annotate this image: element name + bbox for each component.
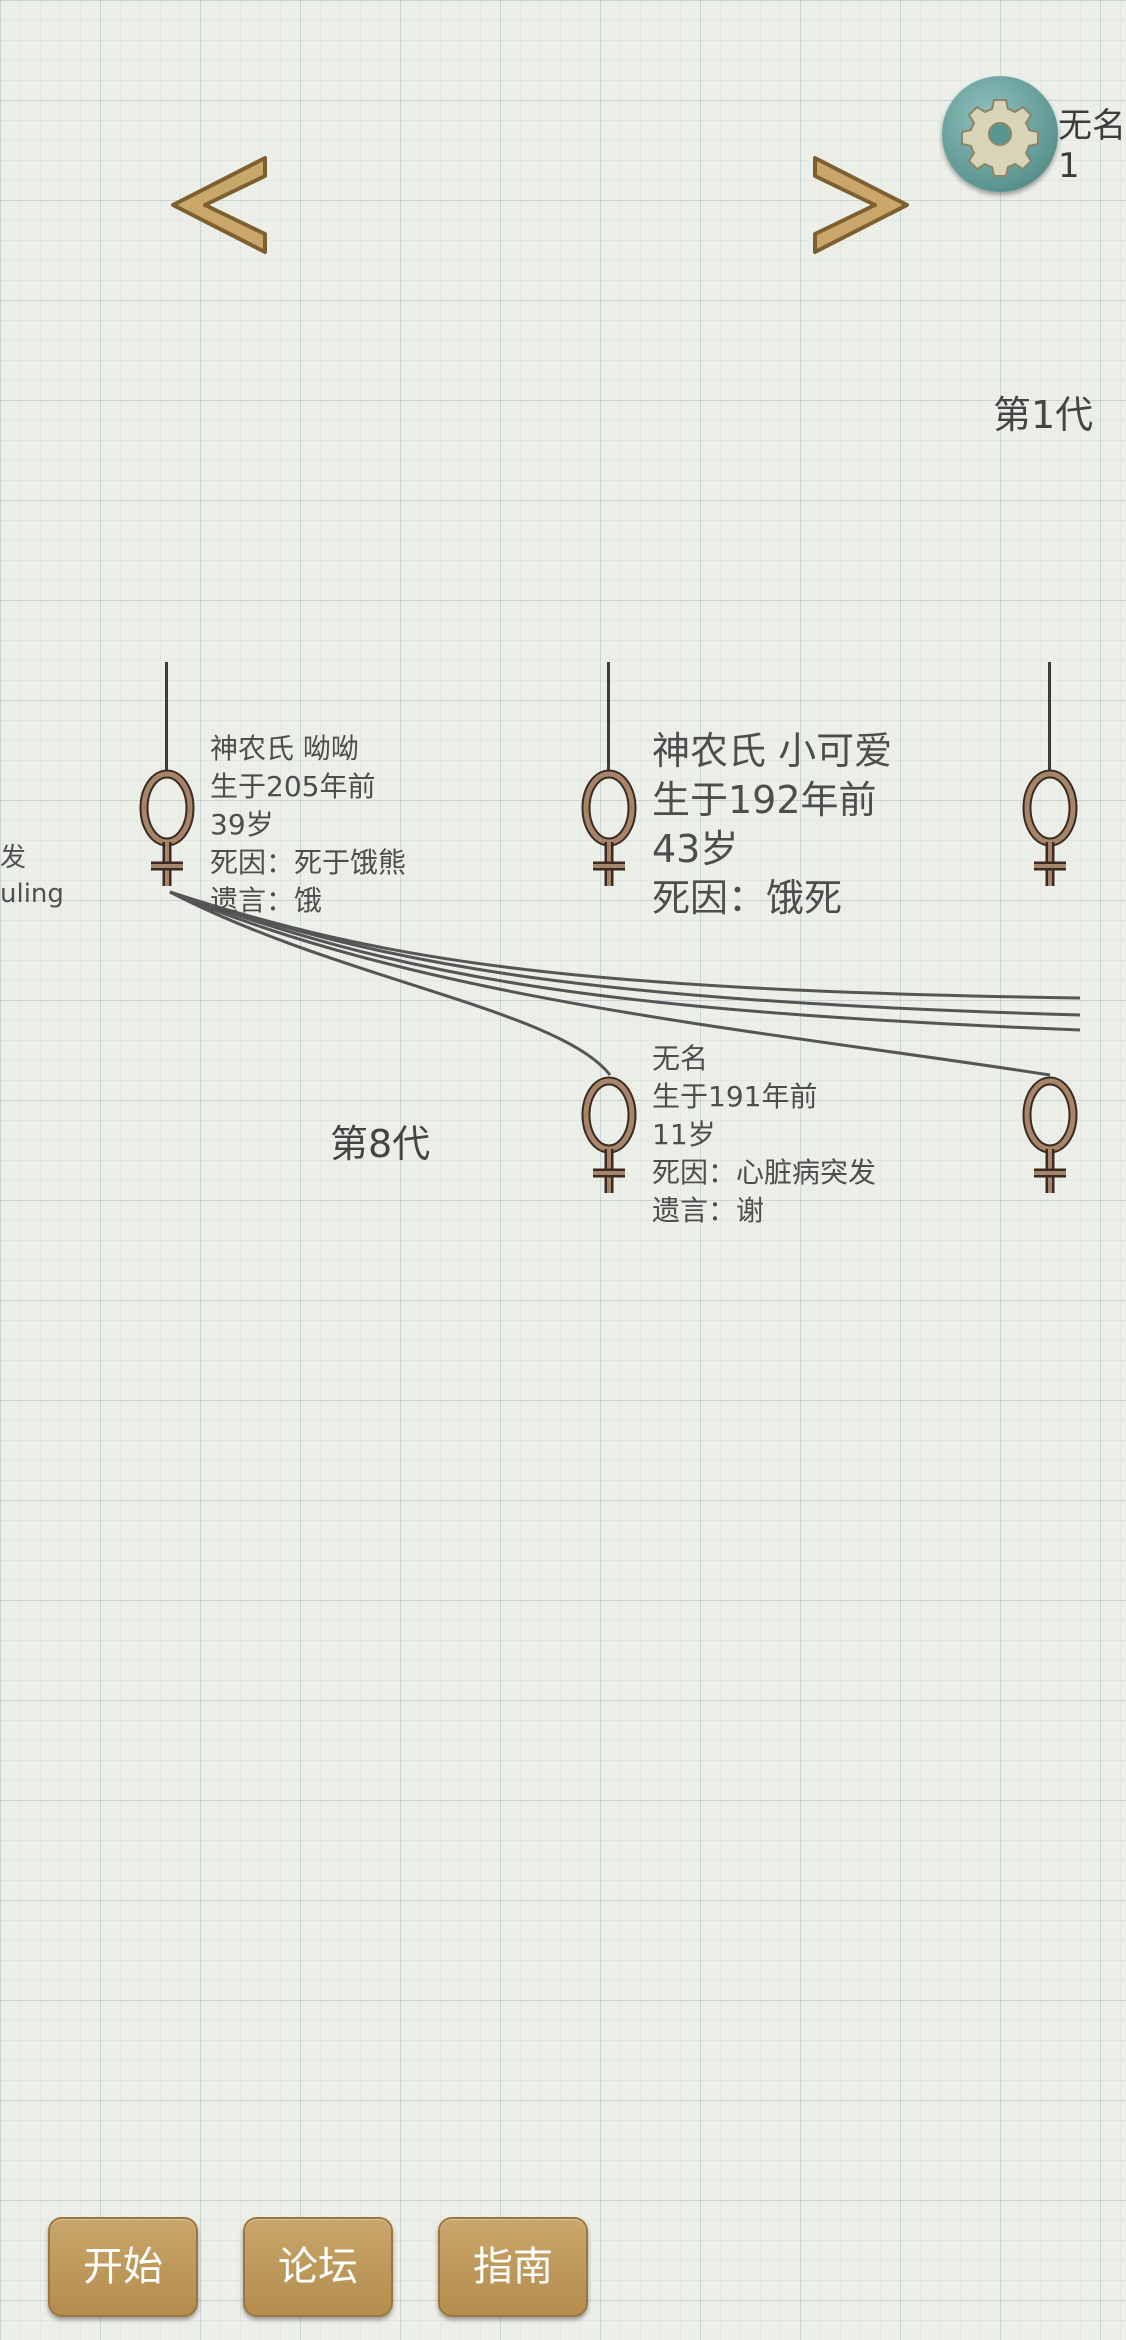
female-icon (581, 769, 637, 886)
person-node-2[interactable] (581, 768, 637, 888)
person-born: 生于191年前 (652, 1080, 818, 1113)
female-icon (1022, 769, 1078, 886)
person-node-4[interactable] (581, 1075, 637, 1195)
person-last-words: 遗言：谢 (652, 1194, 765, 1227)
header-status-text: 无名 1 (1058, 106, 1126, 196)
female-icon (139, 769, 195, 886)
lineage-stem (1048, 662, 1051, 772)
person-death-cause: 死因：心脏病突发 (652, 1156, 877, 1189)
person-info-2: 神农氏 小可爱 生于192年前 43岁 死因：饿死 (652, 727, 892, 923)
lineage-lines (169, 890, 1081, 1077)
person-node-1[interactable] (139, 768, 195, 888)
chevron-left-icon (171, 156, 267, 254)
start-button[interactable]: 开始 (48, 2217, 198, 2317)
person-name: 神农氏 小可爱 (652, 729, 893, 773)
header-subtitle: 1 (1058, 146, 1080, 186)
person-info-3: 无名 生于191年前 11岁 死因：心脏病突发 遗言：谢 (652, 1040, 876, 1230)
next-arrow-button[interactable] (805, 150, 915, 260)
header-title: 无名 (1058, 106, 1126, 146)
person-age: 39岁 (210, 808, 274, 841)
generation-label-1: 第1代 (993, 393, 1094, 437)
person-node-5[interactable] (1022, 1075, 1078, 1195)
lineage-line (169, 890, 612, 1076)
female-icon (1022, 1076, 1078, 1193)
person-born: 生于205年前 (210, 770, 376, 803)
settings-button[interactable] (942, 76, 1058, 192)
lineage-stem (165, 662, 168, 772)
forum-button[interactable]: 论坛 (243, 2217, 393, 2317)
person-info-1: 神农氏 呦呦 生于205年前 39岁 死因：死于饿熊 遗言：饿 (210, 730, 406, 920)
lineage-line (169, 890, 1081, 1017)
offscreen-info-line: uling (0, 879, 64, 909)
lineage-line (169, 890, 1081, 1032)
offscreen-info-line: 发 (0, 843, 27, 873)
gear-icon (961, 99, 1039, 177)
generation-label-8: 第8代 (330, 1122, 431, 1166)
person-born: 生于192年前 (652, 778, 877, 822)
person-death-cause: 死因：饿死 (652, 876, 843, 920)
person-name: 神农氏 呦呦 (210, 732, 359, 765)
person-death-cause: 死因：死于饿熊 (210, 846, 407, 879)
lineage-line (169, 890, 1051, 1077)
person-name: 无名 (652, 1042, 709, 1075)
person-age: 11岁 (652, 1118, 716, 1151)
guide-button[interactable]: 指南 (438, 2217, 588, 2317)
chevron-right-icon (813, 156, 909, 254)
previous-arrow-button[interactable] (165, 150, 275, 260)
person-last-words: 遗言：饿 (210, 884, 323, 917)
person-age: 43岁 (652, 827, 739, 871)
person-node-3[interactable] (1022, 768, 1078, 888)
offscreen-person-info: 发 uling (0, 840, 70, 920)
lineage-stem (607, 662, 610, 772)
female-icon (581, 1076, 637, 1193)
